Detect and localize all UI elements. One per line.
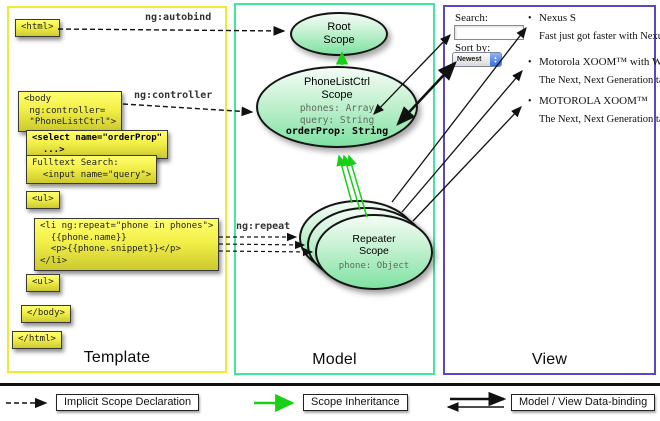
root-scope-title: Root Scope: [323, 21, 355, 46]
item-desc: Fast just got faster with Nexus S.: [539, 31, 660, 42]
bullet-icon: •: [528, 13, 532, 24]
item-title: Nexus S: [539, 12, 576, 24]
bullet-icon: •: [528, 96, 532, 107]
code-box-body-close: </body>: [21, 305, 71, 323]
ng-repeat-label: ng:repeat: [236, 221, 291, 232]
view-sort-dropdown[interactable]: Newest ▲▼: [452, 52, 502, 67]
repeater-scope-ellipse-front: Repeater Scope phone: Object: [315, 214, 433, 290]
model-panel: Model: [234, 3, 435, 375]
view-search-input[interactable]: [454, 25, 524, 40]
item-title: Motorola XOOM™ with Wi-Fi: [539, 56, 660, 68]
repeater-scope-prop: phone: Object: [338, 260, 410, 271]
phonelistctrl-scope-title: PhoneListCtrl Scope: [303, 75, 371, 101]
view-sort-dropdown-value: Newest: [457, 56, 482, 63]
view-search-label: Search:: [455, 12, 488, 24]
item-title: MOTOROLA XOOM™: [539, 95, 648, 107]
code-box-body-open: <body ng:controller= "PhoneListCtrl">: [18, 91, 123, 133]
phonelistctrl-scope-ellipse: PhoneListCtrl Scope phones: Array query:…: [256, 66, 418, 148]
code-box-li-repeat: <li ng:repeat="phone in phones"> {{phone…: [34, 218, 220, 271]
repeater-scope-title: Repeater Scope: [352, 232, 396, 257]
legend-implicit-scope-declaration: Implicit Scope Declaration: [56, 394, 200, 411]
code-box-ul-close: <ul>: [26, 274, 60, 292]
phonelistctrl-scope-props: phones: Array query: String: [299, 103, 375, 126]
template-panel-label: Template: [83, 349, 151, 366]
legend-scope-inheritance: Scope Inheritance: [303, 394, 408, 411]
code-box-html-close: </html>: [12, 331, 62, 349]
code-box-fulltext-search: Fulltext Search: <input name="query">: [26, 155, 158, 185]
ng-autobind-label: ng:autobind: [145, 12, 212, 23]
ng-controller-label: ng:controller: [134, 90, 213, 101]
view-list-item: • Motorola XOOM™ with Wi-Fi The Next, Nex…: [528, 56, 660, 86]
bullet-icon: •: [528, 57, 532, 68]
legend-divider: [0, 383, 660, 386]
view-list-item: • Nexus S Fast just got faster with Nexus…: [528, 12, 660, 42]
model-panel-label: Model: [312, 351, 357, 368]
root-scope-ellipse: Root Scope: [290, 12, 388, 56]
item-desc: The Next, Next Generation tablet.: [539, 114, 660, 125]
code-box-html-open: <html>: [15, 19, 60, 37]
code-box-select: <select name="orderProp" ...>: [26, 130, 169, 160]
code-box-ul-open: <ul>: [26, 191, 60, 209]
legend-model-view-databinding: Model / View Data-binding: [511, 394, 656, 411]
phonelistctrl-scope-orderprop: orderProp: String: [285, 126, 389, 138]
view-panel-label: View: [531, 351, 568, 368]
item-desc: The Next, Next Generation tablet.: [539, 75, 660, 86]
view-list-item: • MOTOROLA XOOM™ The Next, Next Generatio…: [528, 95, 660, 125]
dropdown-stepper-icon: ▲▼: [490, 53, 501, 66]
